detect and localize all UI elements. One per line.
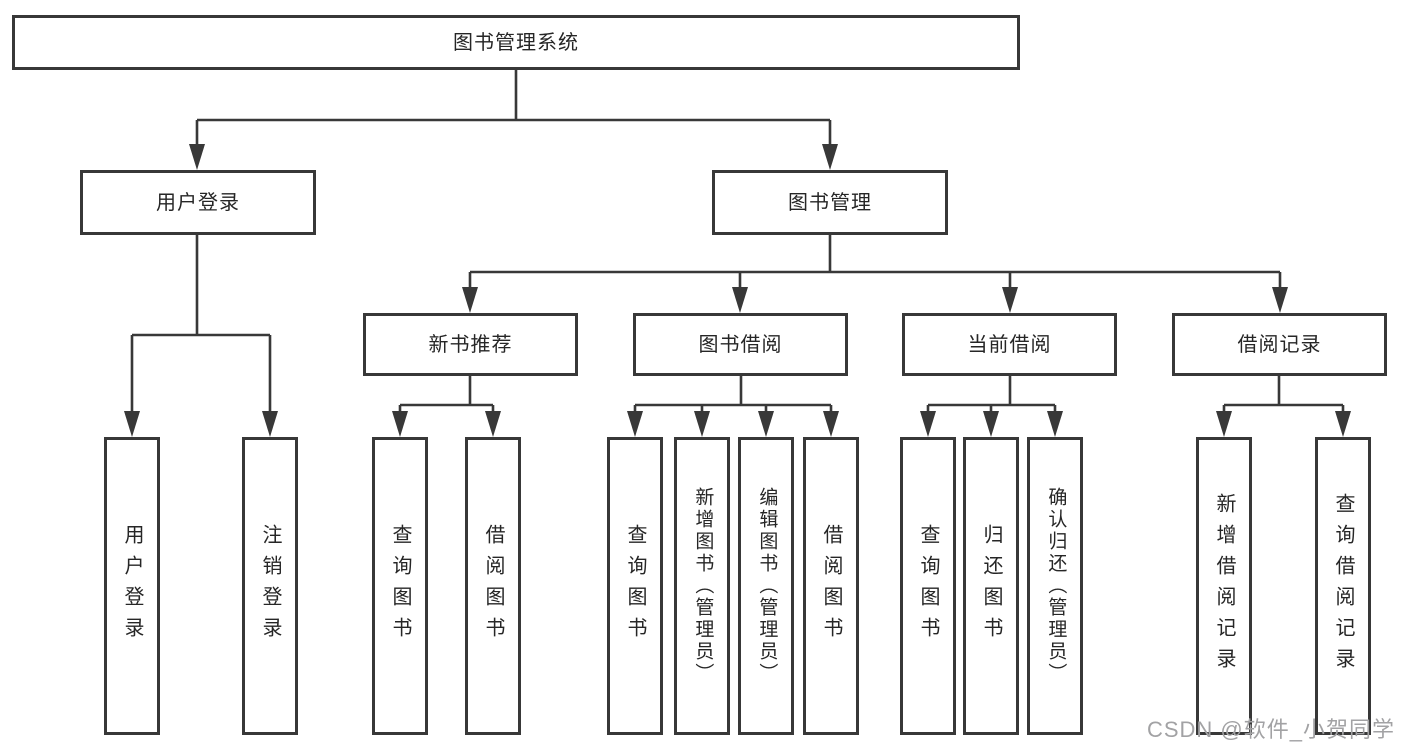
node-book-management: 图书管理 (712, 170, 948, 235)
leaf-user-login: 用户登录 (104, 437, 160, 735)
node-current-borrow: 当前借阅 (902, 313, 1117, 376)
leaf-query-books-borrow: 查询图书 (607, 437, 663, 735)
connector-current-borrow-children (926, 376, 1057, 415)
leaf-edit-books-admin: 编辑图书（管理员） (738, 437, 794, 735)
leaf-query-books-recommend: 查询图书 (372, 437, 428, 735)
leaf-borrow-books-recommend: 借阅图书 (465, 437, 521, 735)
leaf-add-borrow-record: 新增借阅记录 (1196, 437, 1252, 735)
connector-borrow-records-children (1222, 376, 1345, 415)
leaf-return-books: 归还图书 (963, 437, 1019, 735)
node-root: 图书管理系统 (12, 15, 1020, 70)
connector-new-book-recommend-children (398, 376, 495, 415)
connector-book-borrow-children (633, 376, 833, 415)
node-new-book-recommend: 新书推荐 (363, 313, 578, 376)
node-borrow-records: 借阅记录 (1172, 313, 1387, 376)
leaf-confirm-return-admin: 确认归还（管理员） (1027, 437, 1083, 735)
node-book-borrow: 图书借阅 (633, 313, 848, 376)
leaf-add-books-admin: 新增图书（管理员） (674, 437, 730, 735)
csdn-watermark: CSDN @软件_小贺同学 (1146, 717, 1395, 742)
leaf-borrow-books-borrow: 借阅图书 (803, 437, 859, 735)
connector-root-to-level2 (195, 70, 832, 148)
leaf-logout: 注销登录 (242, 437, 298, 735)
connector-book-management-children (468, 235, 1282, 291)
connector-user-login-children (130, 235, 272, 415)
leaf-query-borrow-record: 查询借阅记录 (1315, 437, 1371, 735)
node-user-login: 用户登录 (80, 170, 316, 235)
leaf-query-books-current: 查询图书 (900, 437, 956, 735)
